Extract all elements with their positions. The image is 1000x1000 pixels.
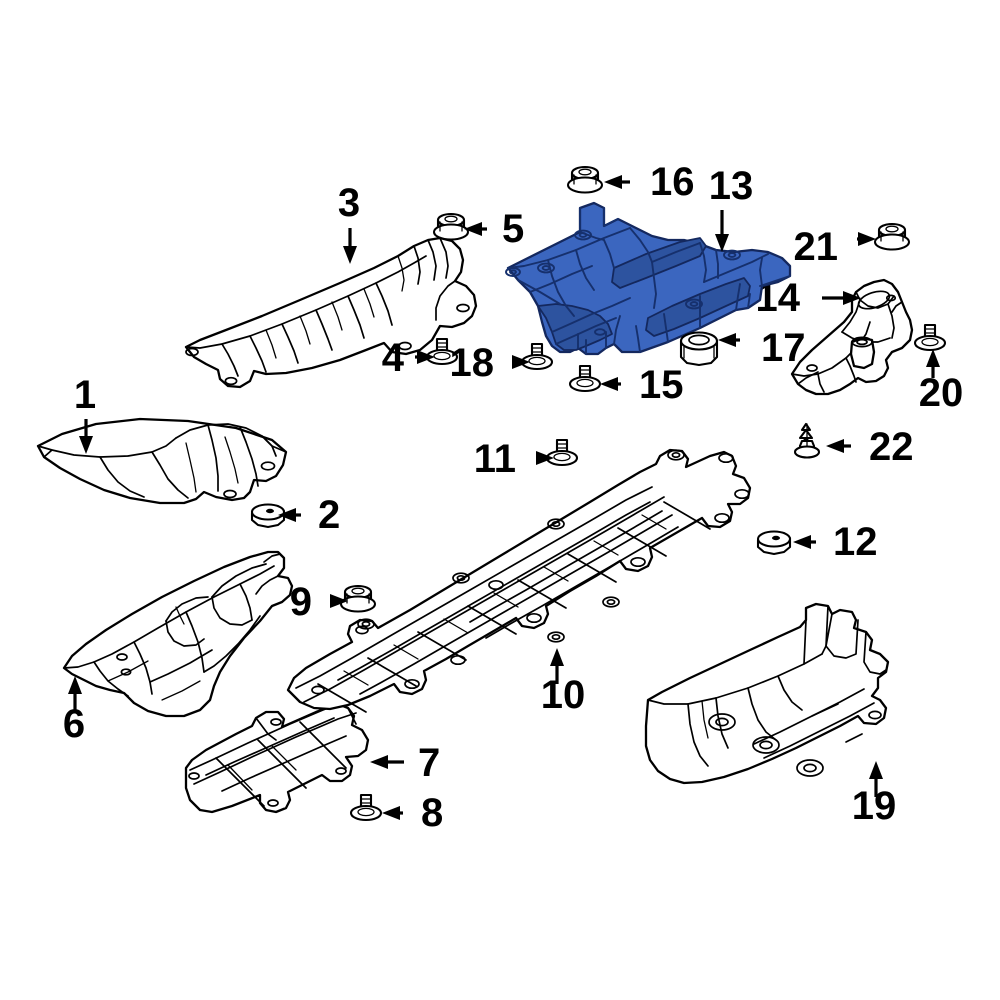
callout-4-label: 4 [382, 336, 405, 380]
part-11-push-pin-screw[interactable] [545, 438, 579, 467]
callout-11[interactable]: 11 [474, 437, 554, 481]
callout-19-label: 19 [852, 784, 897, 828]
callout-10-label: 10 [541, 673, 586, 717]
callout-6-label: 6 [63, 702, 85, 746]
part-19-rear-tunnel-shield[interactable] [644, 602, 890, 785]
callout-21-label: 21 [794, 225, 839, 269]
part-14-shield-support-bracket[interactable] [790, 278, 914, 396]
callout-8-label: 8 [421, 791, 443, 835]
part-4-push-pin-screw[interactable] [425, 337, 459, 366]
callout-22[interactable]: 22 [826, 425, 914, 469]
callout-18[interactable]: 18 [450, 341, 531, 385]
callout-3[interactable]: 3 [338, 181, 360, 264]
part-20-push-pin-screw[interactable] [913, 323, 947, 352]
callout-16[interactable]: 16 [604, 160, 695, 204]
callout-9-label: 9 [290, 580, 312, 624]
callout-10[interactable]: 10 [541, 648, 586, 717]
part-1-front-exhaust-heat-shield[interactable] [36, 417, 288, 505]
callout-12[interactable]: 12 [793, 520, 878, 564]
callout-22-label: 22 [869, 425, 914, 469]
callout-15-label: 15 [639, 363, 684, 407]
callout-17-label: 17 [761, 326, 806, 370]
callout-8[interactable]: 8 [382, 791, 443, 835]
part-17-grommet-bushing[interactable] [679, 331, 719, 367]
callout-7-label: 7 [418, 741, 440, 785]
callout-20[interactable]: 20 [919, 349, 964, 415]
part-13-front-floor-pan-shield[interactable] [505, 201, 792, 356]
callout-2[interactable]: 2 [278, 493, 340, 537]
callout-1[interactable]: 1 [74, 373, 96, 454]
callout-9[interactable]: 9 [290, 580, 348, 624]
part-3-center-exhaust-heat-shield[interactable] [184, 236, 478, 389]
callout-2-label: 2 [318, 493, 340, 537]
callout-6[interactable]: 6 [63, 676, 85, 746]
callout-11-label: 11 [474, 437, 516, 481]
callout-5[interactable]: 5 [464, 207, 524, 251]
part-8-push-pin-screw[interactable] [349, 793, 383, 822]
callout-5-label: 5 [502, 207, 524, 251]
callout-12-label: 12 [833, 520, 878, 564]
callout-17[interactable]: 17 [718, 326, 806, 370]
callout-18-label: 18 [450, 341, 495, 385]
part-6-tunnel-heat-shield[interactable] [62, 550, 294, 718]
callout-7[interactable]: 7 [370, 741, 440, 785]
part-16-flange-nut[interactable] [566, 165, 604, 194]
part-18-push-pin-screw[interactable] [520, 342, 554, 371]
part-22-christmas-tree-clip[interactable] [793, 422, 821, 459]
callout-13[interactable]: 13 [709, 164, 754, 252]
part-15-push-pin-screw[interactable] [568, 364, 602, 393]
callout-15[interactable]: 15 [600, 363, 684, 407]
part-2-washer-clip[interactable] [250, 503, 286, 529]
callout-4[interactable]: 4 [382, 336, 435, 380]
callout-1-label: 1 [74, 373, 96, 417]
part-9-flange-nut[interactable] [339, 584, 377, 613]
callout-3-label: 3 [338, 181, 360, 225]
part-12-washer-clip[interactable] [756, 530, 792, 556]
callout-19[interactable]: 19 [852, 761, 897, 828]
callout-20-label: 20 [919, 371, 964, 415]
callout-13-label: 13 [709, 164, 754, 208]
part-7-underbody-flat-shield[interactable] [184, 700, 370, 814]
part-5-flange-nut[interactable] [432, 212, 470, 241]
part-21-flange-nut[interactable] [873, 222, 911, 251]
callout-16-label: 16 [650, 160, 695, 204]
callout-21[interactable]: 21 [794, 225, 877, 269]
part-10-floor-pan-splash-shield[interactable] [286, 448, 752, 713]
